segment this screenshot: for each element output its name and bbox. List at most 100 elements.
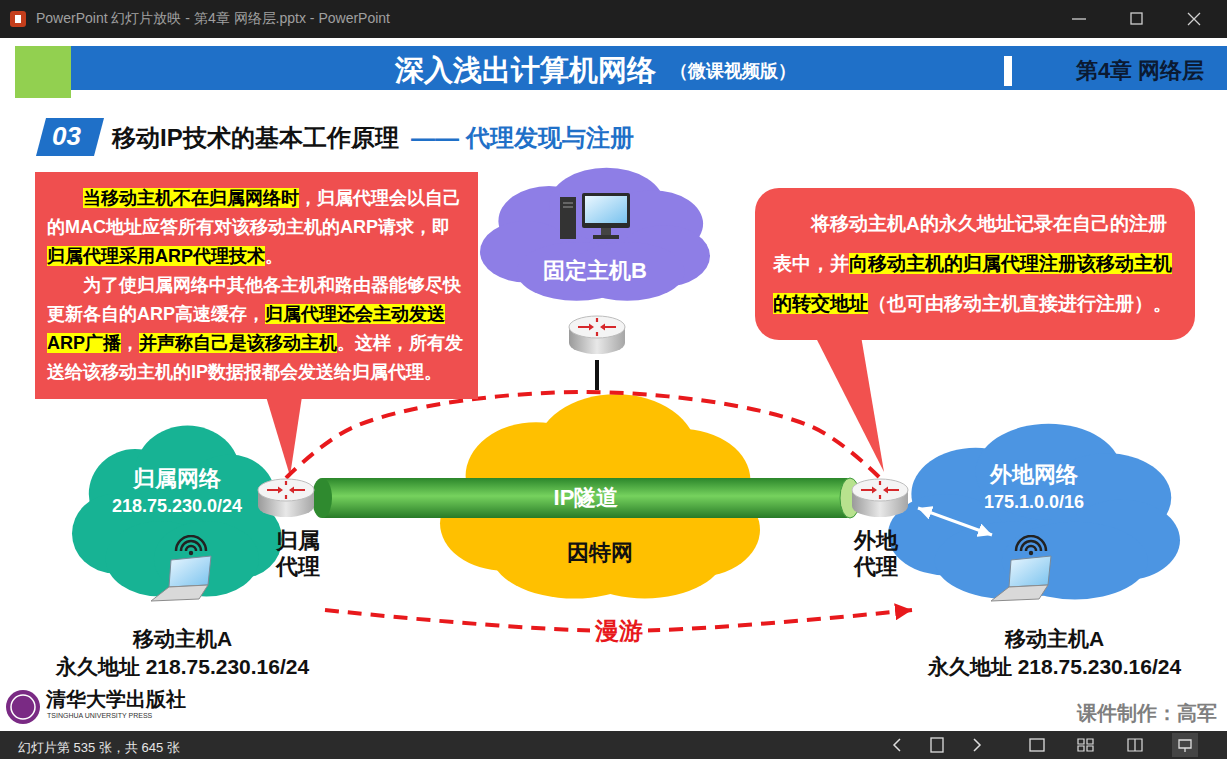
section-number: 03	[52, 121, 81, 152]
laptop-icon	[991, 536, 1051, 601]
course-edition: （微课视频版）	[670, 59, 796, 83]
slide-ground	[0, 38, 1227, 731]
network-address: 175.1.0.0/16	[888, 490, 1180, 514]
host-cloud: 固定主机B	[480, 165, 710, 360]
tunnel-label: IP隧道	[312, 478, 860, 518]
cloud-label: 固定主机B	[480, 165, 710, 285]
highlighted-text: 归属代理采用ARP代理技术	[47, 246, 265, 266]
cloud-shape	[440, 394, 760, 598]
publisher-name: 清华大学出版社	[46, 686, 186, 713]
tunnel-cap	[312, 478, 332, 518]
label-slot: 课件制作：高军	[1077, 700, 1217, 727]
monitor-stand	[601, 228, 611, 235]
monitor-frame	[582, 193, 630, 228]
computer-icon	[560, 193, 630, 239]
wifi-dot	[1029, 551, 1033, 555]
callout-text: （也可由移动主机直接进行注册）。	[868, 293, 1172, 314]
slide-title: 移动IP技术的基本工作原理	[112, 122, 399, 154]
chapter-name: 第4章 网络层	[1076, 56, 1204, 86]
router-arrowheads	[278, 487, 294, 494]
cloud-shape	[888, 424, 1180, 600]
cloud-label: 外地网络	[888, 460, 1180, 490]
router-icon	[852, 479, 908, 517]
show-view-highlight	[1172, 733, 1198, 757]
agent-label: 外地代理	[854, 528, 902, 580]
cloud-label: 因特网	[440, 538, 760, 568]
router-arrows	[267, 481, 305, 499]
callout-paragraph: 当移动主机不在归属网络时，归属代理会以自己的MAC地址应答所有对该移动主机的AR…	[47, 184, 466, 271]
show-view-button	[1179, 740, 1191, 752]
app-icon	[10, 11, 26, 27]
label-slot: —— 代理发现与注册	[411, 122, 634, 154]
tower	[560, 197, 576, 239]
app-icon-mark	[15, 15, 21, 23]
course-title: 深入浅出计算机网络	[395, 51, 656, 91]
router-arrows	[861, 481, 899, 499]
router-icon	[258, 479, 314, 517]
edge-label-slot: 漫游	[590, 616, 648, 646]
router-top	[569, 316, 625, 338]
title-bar	[0, 0, 1227, 38]
laptop-keyboard	[151, 585, 208, 601]
edge-label: 漫游	[590, 616, 648, 646]
ip-tunnel: IP隧道	[312, 478, 860, 518]
permanent-address: 永久地址 218.75.230.16/24	[928, 653, 1181, 681]
label-slot: TSINGHUA UNIVERSITY PRESS	[47, 712, 152, 719]
permanent-address: 永久地址 218.75.230.16/24	[56, 653, 309, 681]
header-band	[71, 46, 1227, 90]
green-tab	[15, 46, 71, 98]
callout-paragraph: 为了使归属网络中其他各主机和路由器能够尽快更新各自的ARP高速缓存，归属代理还会…	[47, 271, 466, 387]
callout-box: 当移动主机不在归属网络时，归属代理会以自己的MAC地址应答所有对该移动主机的AR…	[35, 172, 478, 399]
label-slot: 清华大学出版社	[46, 686, 186, 713]
maximize-button	[1131, 13, 1142, 24]
router-top	[852, 479, 908, 501]
callout-paragraph: 将移动主机A的永久地址记录在自己的注册表中，并向移动主机的归属代理注册该移动主机…	[773, 204, 1177, 324]
laptop-frame	[987, 535, 1057, 603]
close-button	[1188, 13, 1200, 25]
laptop-screen	[169, 556, 211, 587]
agent-router: 外地代理	[852, 478, 918, 580]
cloud-label: 归属网络	[72, 464, 282, 494]
router-icon	[569, 316, 625, 354]
router-top	[258, 479, 314, 501]
label-slot: PowerPoint 幻灯片放映 - 第4章 网络层.pptx - PowerP…	[36, 10, 390, 28]
laptop-icon	[151, 536, 211, 601]
connector	[595, 360, 599, 390]
callout-box: 将移动主机A的永久地址记录在自己的注册表中，并向移动主机的归属代理注册该移动主机…	[755, 188, 1195, 340]
callout-tail	[812, 330, 884, 472]
router-arrowheads	[589, 324, 605, 331]
mobile-host: 移动主机A永久地址 218.75.230.16/24	[912, 535, 1197, 681]
wifi-dot	[189, 551, 193, 555]
router-frame	[852, 478, 908, 520]
normal-view-button	[1030, 739, 1044, 751]
monitor-base	[593, 235, 619, 239]
highlighted-text: 并声称自己是该移动主机	[139, 333, 337, 353]
highlighted-text: 当移动主机不在归属网络时	[83, 188, 299, 208]
status-bar	[0, 731, 1227, 759]
publisher-seal	[6, 690, 40, 724]
tower-slots	[563, 203, 573, 207]
menu-button	[931, 738, 943, 752]
router-arrowheads	[872, 487, 888, 494]
laptop-screen	[1009, 556, 1051, 587]
agent-router: 归属代理	[258, 478, 324, 580]
minimize-button	[1072, 18, 1086, 19]
next-button	[974, 739, 980, 751]
label-slot: 第4章 网络层	[1076, 56, 1204, 86]
sorter-view-button	[1078, 739, 1093, 751]
label-slot: （微课视频版）	[670, 59, 796, 83]
router-arrows	[578, 318, 616, 336]
agent-label: 归属代理	[276, 528, 324, 580]
slide-counter: 幻灯片第 535 张，共 645 张	[18, 739, 180, 757]
router-frame	[258, 478, 314, 520]
window-title: PowerPoint 幻灯片放映 - 第4章 网络层.pptx - PowerP…	[36, 10, 390, 28]
author-credit: 课件制作：高军	[1077, 700, 1217, 727]
monitor-screen	[585, 196, 627, 223]
host-name: 移动主机A	[133, 625, 232, 653]
wifi-waves	[176, 536, 206, 551]
slide-subtitle: —— 代理发现与注册	[411, 122, 634, 154]
cloud-shape	[72, 426, 282, 597]
prev-button	[894, 739, 900, 751]
mobile-host: 移动主机A永久地址 218.75.230.16/24	[40, 535, 325, 681]
